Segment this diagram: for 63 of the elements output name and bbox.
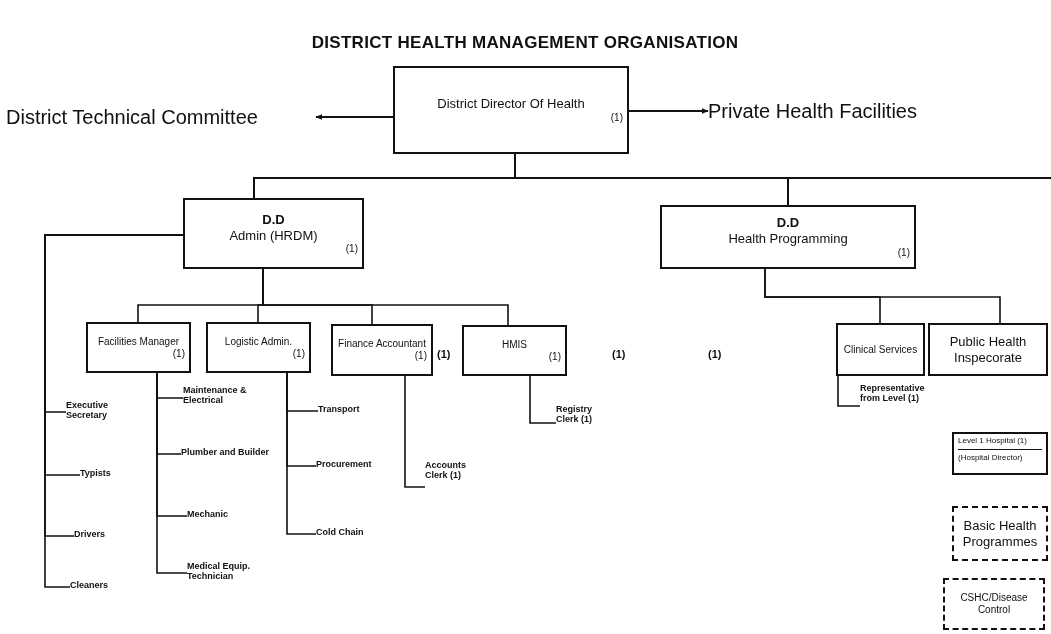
staff-count: (1) [547, 350, 561, 363]
org-box [836, 323, 925, 376]
org-box [660, 205, 916, 269]
org-box [952, 432, 1048, 475]
org-box [462, 325, 567, 376]
role-label: Mechanic [187, 509, 247, 523]
role-label: Cold Chain [316, 527, 381, 541]
box-title: Basic Health Programmes [961, 517, 1039, 550]
role-label: Cleaners [70, 580, 120, 594]
connector-line [529, 375, 557, 424]
org-box [928, 323, 1048, 376]
unit-label: Private Health Facilities [708, 97, 968, 125]
box-title: Admin (HRDM) [228, 227, 319, 244]
role-label: Plumber and Builder [181, 447, 286, 461]
connector-line [156, 372, 188, 574]
connector-line [764, 268, 1001, 324]
role-label: Transport [318, 404, 378, 418]
staff-count: (1) [609, 111, 623, 124]
staff-count: (1) [413, 350, 427, 362]
box-title: D.D [261, 211, 286, 228]
connector-line [262, 268, 509, 326]
unit-label: District Technical Committee [6, 103, 316, 131]
org-box [952, 506, 1048, 561]
box-title: Logistic Admin. [223, 335, 294, 348]
role-label: Registry Clerk (1) [556, 404, 606, 430]
staff-count: (1) [291, 347, 305, 360]
arrow [628, 108, 709, 114]
staff-count: (1) [344, 243, 358, 256]
org-box [393, 66, 629, 154]
box-title: D.D [775, 215, 801, 231]
box-title: Public Health Inspecorate [948, 333, 1028, 366]
org-box [86, 322, 191, 373]
role-label: Typists [80, 468, 130, 482]
role-label: Drivers [74, 529, 124, 543]
role-label: Executive Secretary [66, 400, 126, 424]
box-title: Clinical Services [842, 343, 919, 356]
staff-count: (1) [708, 348, 722, 360]
role-label: Representative from Level (1) [860, 383, 932, 413]
staff-count: (1) [171, 347, 185, 360]
org-box [183, 198, 364, 269]
connector-line [286, 372, 317, 535]
staff-count: (1) [437, 348, 451, 360]
connector-line [404, 375, 426, 488]
box-title: CSHC/Disease Control [959, 592, 1029, 616]
role-label: Accounts Clerk (1) [425, 460, 475, 494]
staff-count: (1) [896, 246, 910, 259]
diagram-title: DISTRICT HEALTH MANAGEMENT ORGANISATION [310, 33, 740, 53]
box-title: HMIS [501, 338, 528, 351]
staff-count: (1) [612, 348, 626, 360]
role-label: Medical Equip. Technician [187, 561, 267, 585]
arrow [315, 114, 394, 120]
role-label: Maintenance & Electrical [183, 385, 263, 409]
box-title: (Hospital Director) [958, 448, 1042, 463]
box-title: District Director Of Health [436, 96, 586, 112]
box-title: Level 1 Hospital (1) [958, 436, 1028, 446]
org-box [331, 324, 433, 376]
box-title: Finance Accountant [337, 338, 427, 350]
connector-line [837, 375, 861, 407]
role-label: Procurement [316, 459, 386, 473]
org-box [206, 322, 311, 373]
org-box [943, 578, 1045, 630]
box-title: Health Programming [727, 231, 849, 247]
box-title: Facilities Manager [96, 335, 181, 348]
